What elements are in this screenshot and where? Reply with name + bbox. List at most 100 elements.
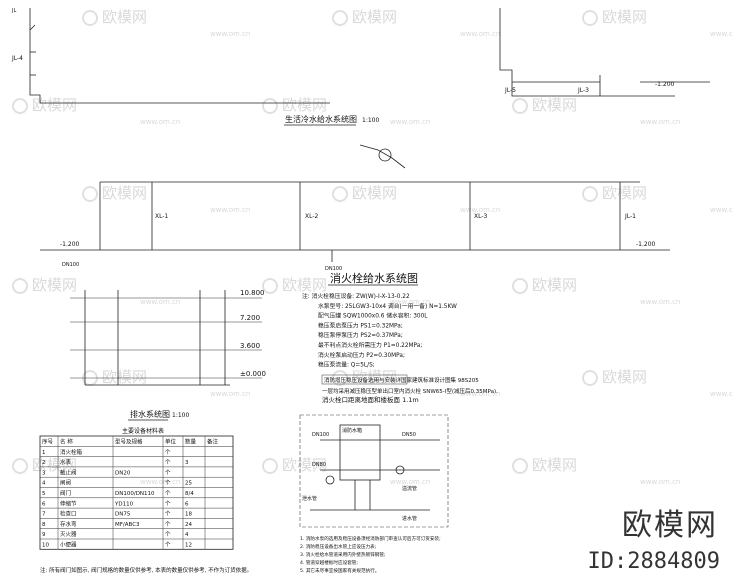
watermark-logo-icon <box>582 186 598 202</box>
drainage-diagram: 10.800 7.200 3.600 ±0.000 排水系统图 1:100 <box>70 289 266 421</box>
watermark-text: 欧模网 <box>602 8 647 26</box>
watermark-logo-icon <box>12 278 28 294</box>
detail-note-line: 2. 消防稳压设备出水管上应设压力表; <box>300 543 377 550</box>
watermark-text: 欧模网 <box>102 368 147 386</box>
table-cell: 灭火器 <box>60 531 77 538</box>
table-cell: 5 <box>42 491 46 497</box>
watermark-logo-icon <box>332 370 348 386</box>
watermark-text: 欧模网 <box>352 184 397 202</box>
domestic-water-diagram: JL JL-4 JL-5 JL-3 -1.200 生活冷水给水系统图 1:100 <box>11 8 710 126</box>
watermark-logo-icon <box>512 98 528 114</box>
watermark-text: 欧模网 <box>102 184 147 202</box>
watermark-logo-icon <box>12 98 28 114</box>
detail-label-overflow: 溢流管 <box>402 485 417 492</box>
watermark-url: www.om.cn <box>710 206 732 214</box>
note-line: 注: 消火栓稳压设备: ZW(W)-I-X-13-0.22 <box>302 292 410 300</box>
table-cell: 存水弯 <box>60 520 77 528</box>
drainage-scale: 1:100 <box>172 412 189 419</box>
watermark-url: www.om.cn <box>710 390 732 398</box>
table-footnote: 注: 所有阀门如图示, 阀门规格的数量仅供参考, 本表的数量仅供参考, 不作为订… <box>40 566 252 574</box>
table-cell: 8/4 <box>185 491 194 497</box>
detail-label-dn80: DN80 <box>312 462 326 468</box>
watermark-logo-icon <box>512 458 528 474</box>
watermark-url: www.om.cn <box>640 298 680 306</box>
table-title: 主要设备材料表 <box>122 427 164 435</box>
fire-title: 消火栓给水系统图 <box>330 271 418 285</box>
watermark-logo-icon <box>82 10 98 26</box>
watermark-text: 欧模网 <box>282 276 327 294</box>
elevation-neg-top: -1.200 <box>655 81 675 88</box>
pipe-tag-xl3: XL-3 <box>474 213 488 220</box>
note-line-9: 消防增压稳压设备选用与安装详国家建筑标准设计图集 98S205 <box>324 376 479 384</box>
elevation-level-2: 7.200 <box>240 314 260 322</box>
note-line: 稳压泵停泵压力 PS2=0.37MPa; <box>318 331 403 339</box>
pipe-tag-jl3: JL-3 <box>577 87 589 94</box>
watermark-url: www.om.cn <box>210 206 250 214</box>
brand-id: ID:2884809 <box>587 549 720 574</box>
watermark-url: www.om.cn <box>460 390 500 398</box>
table-header-cell: 序号 <box>42 438 54 446</box>
pipe-tag-dn-main: DN100 <box>325 266 342 272</box>
table-cell: DN75 <box>115 512 131 518</box>
watermark-text: 欧模网 <box>282 456 327 474</box>
detail-label-dn50: DN50 <box>402 432 416 438</box>
table-cell: 25 <box>185 481 192 487</box>
watermark-text: 欧模网 <box>602 184 647 202</box>
table-cell: 个 <box>165 500 171 507</box>
table-cell: 10 <box>42 543 49 549</box>
watermark-logo-icon <box>82 186 98 202</box>
watermark-logo-icon <box>332 10 348 26</box>
table-cell: 18 <box>185 512 192 518</box>
note-line: 水泵型号: 25LGW3-10x4 调台(一用一备) N=1.5KW <box>318 302 457 310</box>
watermark-text: 欧模网 <box>352 8 397 26</box>
watermark-url: www.om.cn <box>140 118 180 126</box>
table-cell: 6 <box>185 501 189 507</box>
watermark-url: www.om.cn <box>390 298 430 306</box>
table-cell: MF/ABC3 <box>115 522 140 528</box>
drainage-title: 排水系统图 <box>130 409 170 419</box>
watermark-url: www.om.cn <box>140 298 180 306</box>
table-header-cell: 备注 <box>207 438 219 446</box>
pipe-tag-jl1: JL-1 <box>624 213 636 220</box>
table-header-cell: 单位 <box>165 438 177 446</box>
watermark-logo-icon <box>582 10 598 26</box>
watermark-logo-icon <box>512 278 528 294</box>
detail-notes: 1. 消防水泵的选用及稳压设备须经消防部门审查认可后方可订货安装;2. 消防稳压… <box>300 535 441 574</box>
watermark-logo-icon <box>262 98 278 114</box>
table-cell: 小便器 <box>60 541 77 549</box>
watermark-url: www.om.cn <box>140 478 180 486</box>
watermark-text: 欧模网 <box>602 368 647 386</box>
watermark-url: www.om.cn <box>390 118 430 126</box>
table-cell: 个 <box>165 459 171 466</box>
watermark-logo-icon <box>262 278 278 294</box>
elevation-level-1: 10.800 <box>240 289 265 297</box>
note-line: 配气压罐 SQW1000x0.6 储水容积: 300L <box>318 312 428 320</box>
table-header-cell: 型号及规格 <box>115 438 143 446</box>
table-cell: 个 <box>165 449 171 456</box>
table-cell: 个 <box>165 511 171 518</box>
watermark-logo-icon <box>12 458 28 474</box>
table-cell: 伸缩节 <box>60 499 77 507</box>
table-cell: 8 <box>42 522 46 528</box>
table-cell: 闸阀 <box>60 479 71 487</box>
pipe-tag-xl2: XL-2 <box>305 213 319 220</box>
watermark-url: www.om.cn <box>640 478 680 486</box>
detail-note-line: 5. 其它未尽事宜按国家有关规范执行。 <box>300 567 379 574</box>
table-cell: 个 <box>165 531 171 538</box>
watermark-logo-icon <box>262 458 278 474</box>
fire-notes: 注: 消火栓稳压设备: ZW(W)-I-X-13-0.22 水泵型号: 25LGW… <box>302 292 457 369</box>
watermark-text: 欧模网 <box>532 456 577 474</box>
detail-label-tank: 消防水箱 <box>342 427 362 434</box>
watermark-url: www.om.cn <box>460 206 500 214</box>
watermark-url: www.om.cn <box>640 118 680 126</box>
table-cell: 个 <box>165 521 171 528</box>
watermark-url: www.om.cn <box>460 30 500 38</box>
table-cell: DN100/DN110 <box>115 491 155 497</box>
table-cell: 阀门 <box>60 489 71 497</box>
table-cell: 个 <box>165 542 171 549</box>
domestic-scale: 1:100 <box>362 117 379 124</box>
table-cell: YD110 <box>114 501 134 507</box>
table-cell: 水表 <box>60 458 72 466</box>
